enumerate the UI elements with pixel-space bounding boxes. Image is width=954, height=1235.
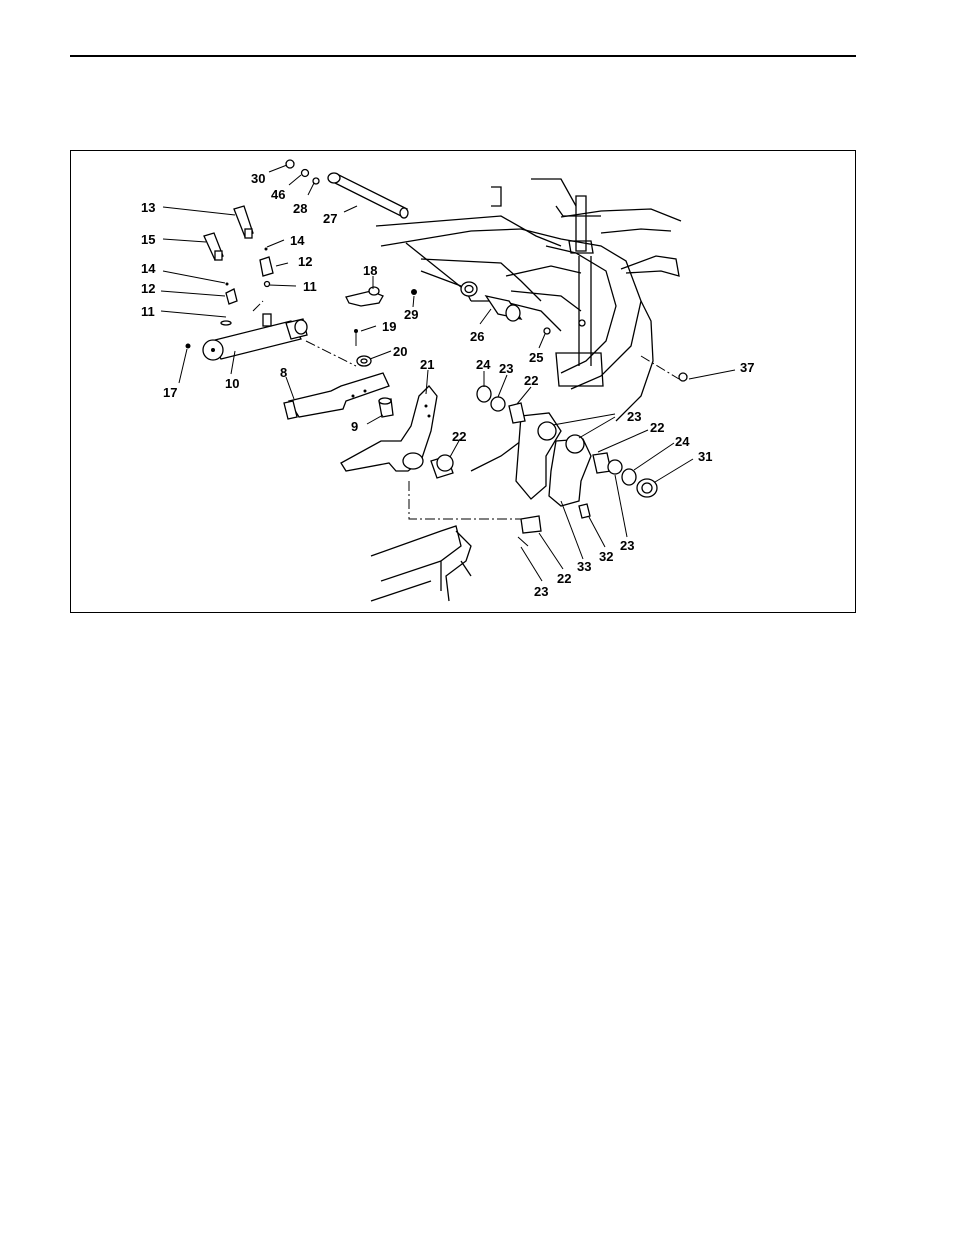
callout-14b: 14 bbox=[141, 261, 156, 276]
callout-22a: 22 bbox=[452, 429, 466, 444]
callout-19: 19 bbox=[382, 319, 396, 334]
callout-31: 31 bbox=[698, 449, 712, 464]
callout-12a: 12 bbox=[298, 254, 312, 269]
control-lever bbox=[284, 287, 393, 419]
callout-23a: 23 bbox=[499, 361, 513, 376]
callout-24b: 24 bbox=[675, 434, 690, 449]
callout-9: 9 bbox=[351, 419, 358, 434]
callout-37: 37 bbox=[740, 360, 754, 375]
callout-23b: 23 bbox=[627, 409, 641, 424]
yoke-assembly bbox=[477, 373, 687, 546]
callout-28: 28 bbox=[293, 201, 307, 216]
callout-21: 21 bbox=[420, 357, 434, 372]
callout-14a: 14 bbox=[290, 233, 305, 248]
exploded-parts-diagram: 30 46 28 27 13 15 14 12 11 14 12 11 17 1… bbox=[70, 150, 856, 613]
callout-11a: 11 bbox=[303, 279, 317, 294]
callout-22d: 22 bbox=[557, 571, 571, 586]
callout-46: 46 bbox=[271, 187, 285, 202]
callout-33: 33 bbox=[577, 559, 591, 574]
callout-27: 27 bbox=[323, 211, 337, 226]
callout-22b: 22 bbox=[524, 373, 538, 388]
callout-12b: 12 bbox=[141, 281, 155, 296]
callout-26: 26 bbox=[470, 329, 484, 344]
callout-11b: 11 bbox=[141, 304, 155, 319]
frame-structure bbox=[371, 179, 681, 601]
callout-24a: 24 bbox=[476, 357, 491, 372]
callout-29: 29 bbox=[404, 307, 418, 322]
callout-15: 15 bbox=[141, 232, 155, 247]
callout-23d: 23 bbox=[534, 584, 548, 599]
hydraulic-cylinder bbox=[186, 314, 308, 360]
header-rule bbox=[70, 55, 856, 57]
callout-20: 20 bbox=[393, 344, 407, 359]
callout-8: 8 bbox=[280, 365, 287, 380]
pivot-pin bbox=[328, 173, 585, 334]
callout-23c: 23 bbox=[620, 538, 634, 553]
callout-30: 30 bbox=[251, 171, 265, 186]
callout-17: 17 bbox=[163, 385, 177, 400]
callout-13: 13 bbox=[141, 200, 155, 215]
callout-10: 10 bbox=[225, 376, 239, 391]
callout-18: 18 bbox=[363, 263, 377, 278]
callout-22c: 22 bbox=[650, 420, 664, 435]
callout-25: 25 bbox=[529, 350, 543, 365]
callout-32: 32 bbox=[599, 549, 613, 564]
